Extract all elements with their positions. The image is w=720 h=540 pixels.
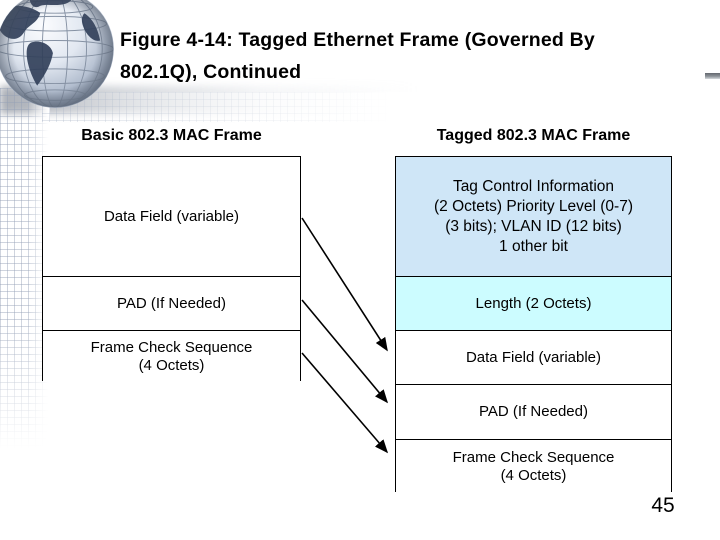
basic-row-pad: PAD (If Needed): [43, 276, 300, 330]
grid-pattern-left: [0, 88, 50, 460]
tagged-row-fcs: Frame Check Sequence (4 Octets): [396, 439, 671, 493]
tagged-row-data-field: Data Field (variable): [396, 330, 671, 384]
tagged-row-length: Length (2 Octets): [396, 276, 671, 330]
globe-icon: [0, 0, 114, 108]
basic-frame-header: Basic 802.3 MAC Frame: [81, 127, 262, 144]
tagged-row-tag-control: Tag Control Information (2 Octets) Prior…: [396, 157, 671, 276]
grid-pattern-band: [42, 92, 422, 122]
basic-frame-table: Data Field (variable) PAD (If Needed) Fr…: [42, 156, 301, 382]
basic-row-data-field: Data Field (variable): [43, 157, 300, 276]
arrow-pad: [301, 299, 389, 404]
arrow-data-field: [301, 217, 388, 352]
arrow-fcs: [301, 352, 389, 454]
accent-dash: [705, 73, 720, 79]
tagged-row-pad: PAD (If Needed): [396, 384, 671, 439]
tagged-frame-table: Tag Control Information (2 Octets) Prior…: [395, 156, 672, 493]
tagged-frame-header: Tagged 802.3 MAC Frame: [436, 127, 631, 144]
basic-row-fcs: Frame Check Sequence (4 Octets): [43, 330, 300, 382]
page-number: 45: [651, 494, 675, 517]
slide-title: Figure 4-14: Tagged Ethernet Frame (Gove…: [120, 29, 595, 83]
